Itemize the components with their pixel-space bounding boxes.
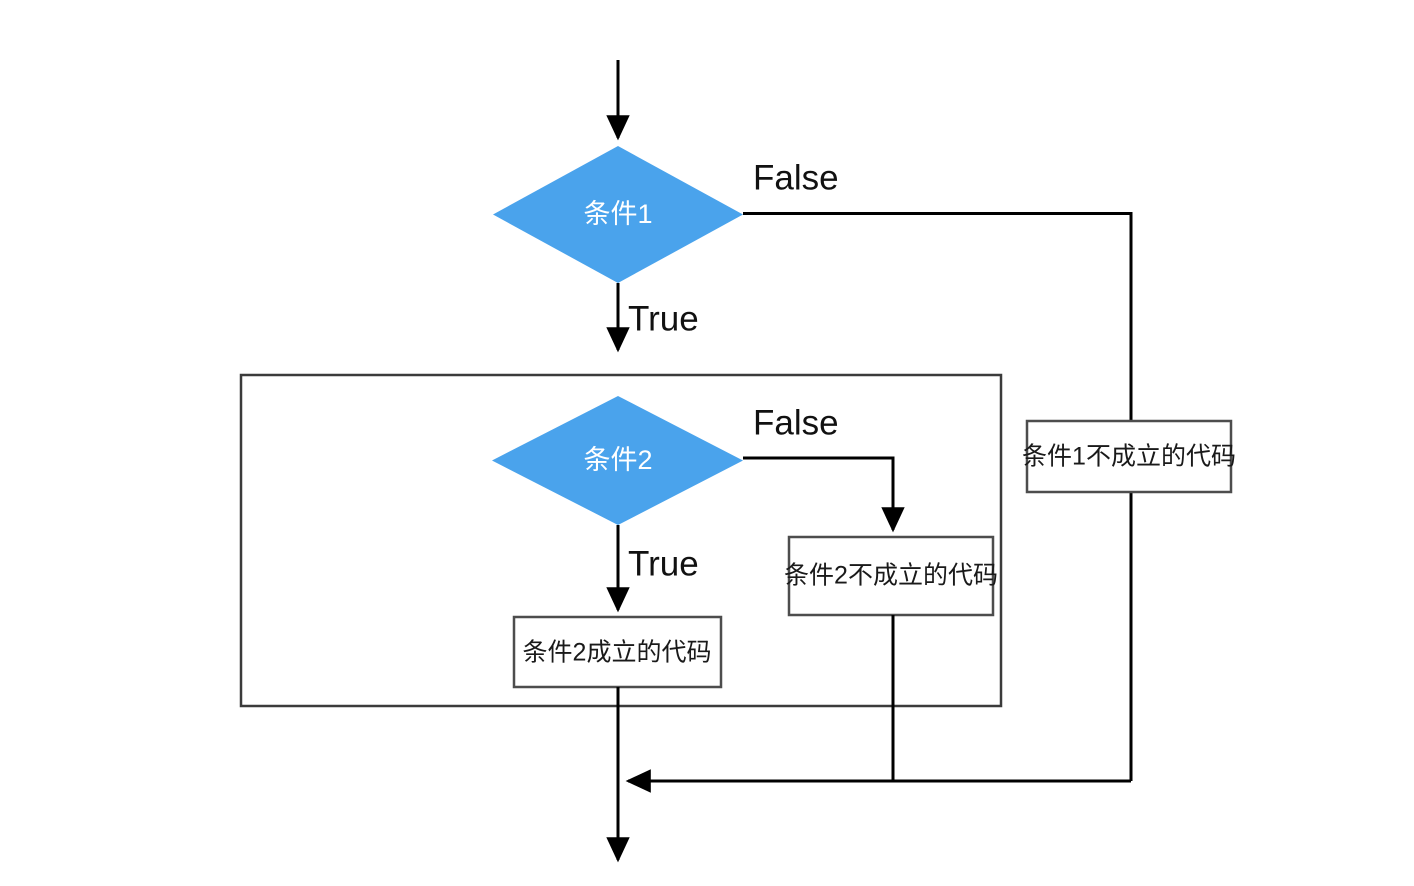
edge-label-decision1-true: True: [628, 299, 699, 338]
nested-group-container: [239, 373, 1003, 708]
edge-decision1-false: [743, 212, 1133, 781]
edge-label-decision2-true: True: [628, 544, 699, 583]
process-condition1-false-label: 条件1不成立的代码: [1022, 443, 1236, 471]
process-condition2-false-label: 条件2不成立的代码: [784, 562, 998, 590]
process-condition2-true-label: 条件2成立的代码: [523, 639, 712, 667]
decision1-label: 条件1: [583, 199, 652, 229]
decision-node-condition2[interactable]: [492, 396, 743, 525]
edge-label-decision2-false: False: [753, 403, 839, 442]
process-node-condition1-false[interactable]: [1025, 419, 1233, 494]
process-node-condition2-false[interactable]: [787, 535, 995, 617]
edge-decision2-false: [743, 456, 905, 533]
edge-label-decision1-false: False: [753, 158, 839, 197]
decision2-label: 条件2: [583, 445, 652, 475]
decision-node-condition1[interactable]: [493, 146, 743, 283]
